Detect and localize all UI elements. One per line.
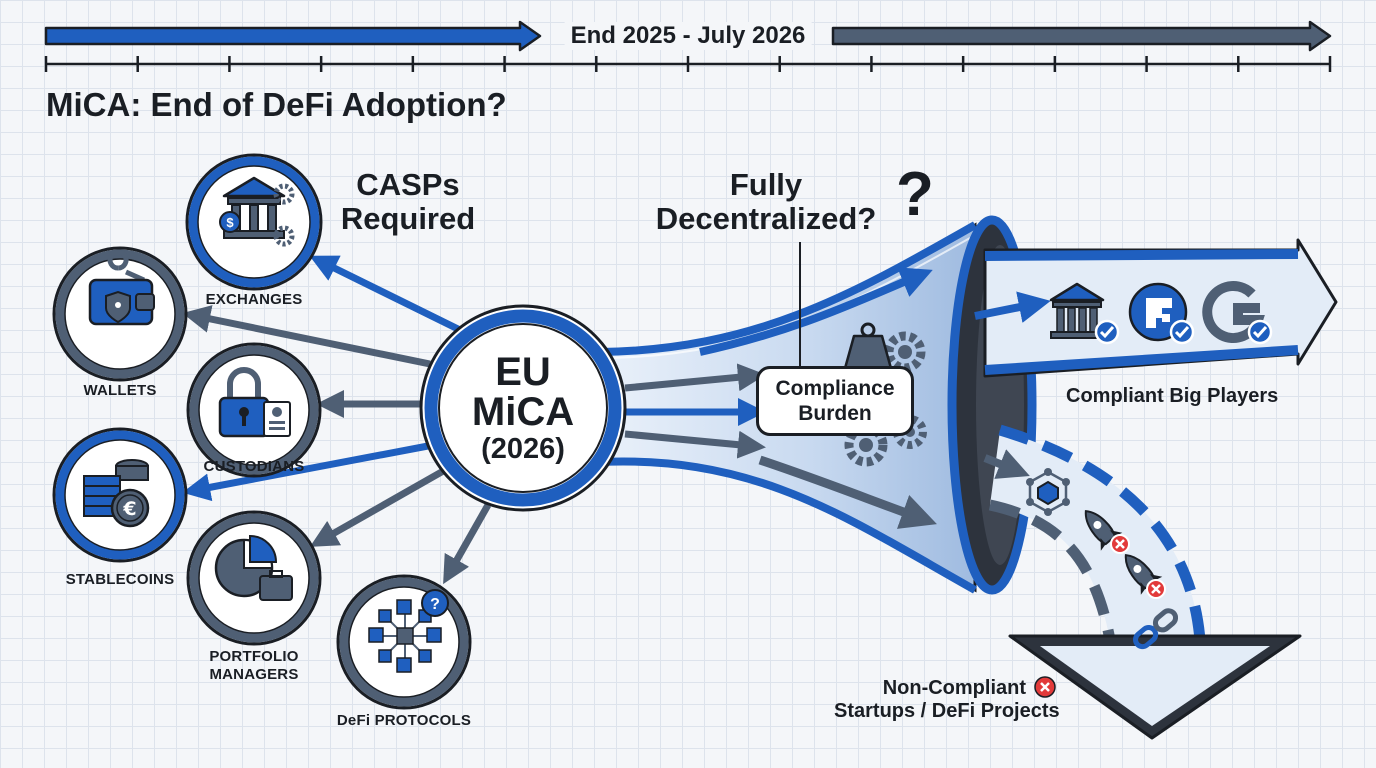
blockchain-cube-icon: [1026, 468, 1070, 516]
blockchain-network-icon: ?: [368, 589, 449, 673]
hub-arrow: [182, 305, 431, 368]
bank-verified-icon: [1049, 282, 1120, 345]
hub-arrows: [182, 255, 766, 585]
coin-stack-euro-icon: €: [83, 459, 150, 528]
hub-arrow: [624, 363, 766, 392]
hub-arrow: [624, 430, 766, 459]
category-portfolio-label: PORTFOLIO MANAGERS: [209, 648, 298, 684]
compliance-line2: Burden: [798, 402, 872, 425]
decentralized-line2: Decentralized?: [655, 201, 877, 236]
red-x-icon: [1110, 534, 1130, 554]
category-circle: [185, 153, 323, 291]
portfolio-line1: PORTFOLIO: [209, 648, 299, 665]
hub-line1: EU: [495, 350, 551, 394]
casps-annotation: CASPs Required: [341, 168, 475, 236]
decentralized-line1: Fully: [729, 167, 803, 202]
timeline-arrow-right: [831, 20, 1332, 52]
broken-chain-icon: [1133, 608, 1179, 650]
hub-arrow: [309, 255, 462, 334]
hub-arrow: [182, 442, 429, 502]
gears-weight-icon: [842, 322, 927, 467]
padlock-id-icon: [218, 367, 291, 438]
hub-circle: [419, 304, 627, 512]
category-defi-label: DeFi PROTOCOLS: [336, 712, 472, 729]
timeline-arrow-left: [44, 20, 542, 52]
compliance-burden-bubble: Compliance Burden: [756, 366, 914, 436]
exchange-logo-verified-icon: [1128, 282, 1195, 345]
svg-text:€: €: [122, 498, 136, 520]
timeline: [44, 20, 1332, 72]
timeline-ticks: [44, 56, 1332, 72]
compliant-players-label: Compliant Big Players: [1066, 385, 1279, 407]
casps-line2: Required: [340, 201, 476, 236]
category-exchanges-label: EXCHANGES: [205, 291, 303, 308]
page-title: MiCA: End of DeFi Adoption?: [46, 86, 507, 123]
timeline-label: End 2025 - July 2026: [564, 22, 812, 50]
svg-text:?: ?: [430, 596, 440, 613]
red-x-icon: [1034, 676, 1056, 698]
portfolio-line2: MANAGERS: [209, 666, 299, 683]
hub-line3: (2026): [481, 433, 565, 465]
noncompliant-label: Non-Compliant: [834, 677, 1034, 699]
category-custodians-label: CUSTODIANS: [203, 458, 305, 475]
category-wallets-label: WALLETS: [83, 382, 157, 399]
compliance-line1: Compliance: [775, 377, 895, 400]
svg-text:$: $: [226, 215, 234, 230]
decentralized-annotation: Fully Decentralized?: [656, 168, 877, 236]
bank-gears-icon: $: [219, 176, 295, 247]
g-logo-verified-icon: [1202, 281, 1273, 345]
category-stablecoins-label: STABLECOINS: [65, 571, 175, 588]
hub-label: EU MiCA (2026): [472, 352, 574, 466]
question-mark: ?: [896, 160, 934, 229]
hub-arrow: [443, 503, 492, 585]
casps-line1: CASPs: [356, 167, 460, 202]
noncompliant-line1: Non-Compliant: [882, 677, 1026, 699]
hub-arrow: [309, 466, 447, 547]
hub-line2: MiCA: [471, 390, 575, 434]
wallet-key-icon: [88, 249, 155, 326]
noncompliant-line2: Startups / DeFi Projects: [834, 700, 1060, 722]
pie-briefcase-icon: [214, 534, 293, 601]
red-x-icon: [1146, 579, 1166, 599]
